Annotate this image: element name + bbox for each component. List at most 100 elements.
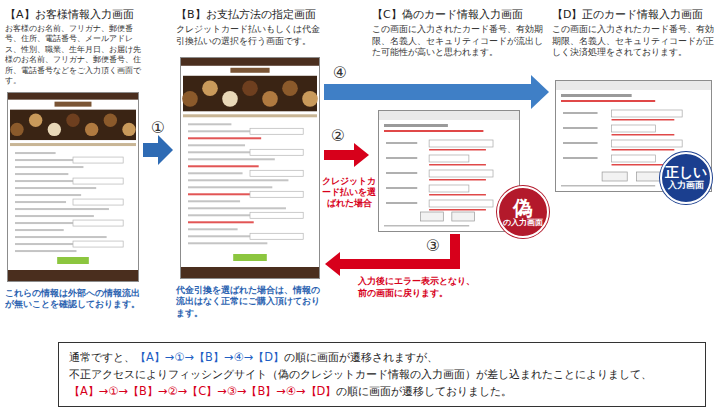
screen-detail bbox=[122, 123, 135, 136]
screen-detail bbox=[222, 91, 238, 107]
step-number: ④ bbox=[333, 65, 347, 81]
screen-detail bbox=[421, 212, 444, 221]
screen-detail bbox=[384, 130, 483, 132]
screen-detail bbox=[262, 91, 278, 107]
screen-detail bbox=[188, 137, 261, 139]
screen-detail bbox=[181, 58, 320, 279]
panel-heading: 【A】お客様情報入力画面 bbox=[5, 8, 141, 22]
badge-subtitle: 入力画面 bbox=[668, 181, 704, 191]
screen-detail bbox=[188, 221, 254, 223]
screen-detail bbox=[250, 233, 303, 239]
panel-description: クレジットカード払いもしくは代金引換払いの選択を行う画面です。 bbox=[176, 24, 322, 47]
screen-capture bbox=[7, 92, 139, 282]
screen-detail bbox=[230, 68, 269, 73]
screen-detail bbox=[429, 164, 486, 166]
screen-detail bbox=[452, 212, 475, 221]
screen-detail bbox=[73, 199, 123, 205]
screen-detail bbox=[429, 155, 469, 162]
annotation-text: クレジットカード払いを選ばれた場合 bbox=[322, 176, 376, 209]
screen-detail bbox=[386, 187, 417, 189]
screen-detail bbox=[15, 236, 107, 238]
screen-detail bbox=[15, 208, 109, 210]
screen-detail bbox=[386, 142, 417, 144]
screen-detail bbox=[379, 111, 519, 120]
screen-capture-art bbox=[7, 92, 139, 282]
screen-detail bbox=[10, 110, 136, 140]
screen-detail bbox=[250, 191, 303, 197]
screen-detail bbox=[612, 119, 675, 121]
screen-detail bbox=[612, 134, 675, 136]
screen-detail bbox=[73, 220, 123, 226]
screen-detail bbox=[73, 178, 123, 184]
screen-detail bbox=[637, 172, 662, 181]
screen-detail bbox=[563, 112, 598, 114]
arrow-head bbox=[531, 75, 549, 109]
screen-detail bbox=[188, 186, 272, 188]
screen-detail bbox=[250, 149, 303, 155]
screen-detail bbox=[188, 207, 286, 209]
screen-detail bbox=[15, 201, 66, 203]
screen-detail bbox=[15, 187, 96, 189]
panel-heading: 【C】偽のカード情報入力画面 bbox=[372, 8, 548, 22]
screen-detail bbox=[429, 209, 486, 211]
step-number: ③ bbox=[426, 238, 440, 254]
badge-title: 正しい bbox=[665, 165, 707, 180]
screen-detail bbox=[181, 58, 319, 66]
screen-detail bbox=[104, 114, 117, 127]
screen-detail bbox=[384, 225, 469, 227]
arrow-body bbox=[324, 150, 355, 160]
screen-detail bbox=[429, 149, 486, 151]
screen-badge: 正しい入力画面 bbox=[660, 152, 712, 204]
screen-detail bbox=[561, 185, 655, 187]
screen-detail bbox=[188, 144, 245, 146]
screen-detail bbox=[429, 140, 493, 147]
screen-detail bbox=[15, 222, 79, 224]
screen-detail bbox=[429, 170, 493, 177]
screen-panel: 【B】お支払方法の指定画面クレジットカード払いもしくは代金引換払いの選択を行う画… bbox=[176, 8, 322, 319]
screen-detail bbox=[563, 157, 598, 159]
screen-detail bbox=[612, 125, 656, 132]
screen-detail bbox=[242, 80, 258, 96]
screen-detail bbox=[429, 185, 469, 192]
screen-detail bbox=[188, 242, 267, 244]
screen-detail bbox=[233, 254, 267, 261]
screen-capture-art bbox=[180, 57, 320, 279]
screen-panel: 【D】正のカード情報入力画面この画面に入力されたカード番号、有効期限、名義人、セ… bbox=[552, 8, 714, 192]
screen-detail bbox=[66, 114, 79, 127]
screen-detail bbox=[188, 228, 238, 230]
screen-detail bbox=[73, 157, 123, 163]
screen-detail bbox=[188, 158, 275, 160]
summary-text: の順に画面が遷移しておりました。 bbox=[336, 384, 512, 398]
screen-detail bbox=[15, 173, 68, 175]
panel-description: お客様のお名前、フリガナ、郵便番号、住所、電話番号、メールアドレス、性別、職業、… bbox=[5, 24, 141, 86]
panel-note: これらの情報は外部への情報流出が無いことを確認しております。 bbox=[5, 288, 141, 311]
arrow-body bbox=[143, 143, 159, 157]
screen-detail bbox=[302, 91, 318, 107]
flow-arrow bbox=[324, 143, 369, 167]
summary-text: 通常ですと、 bbox=[69, 350, 135, 364]
screen-detail bbox=[386, 172, 417, 174]
screen-detail bbox=[15, 152, 56, 154]
panel-note: 代金引換を選ばれた場合は、情報の流出はなく正常にご購入頂けております。 bbox=[176, 285, 322, 319]
screen-detail bbox=[612, 149, 675, 151]
screen-detail bbox=[561, 100, 655, 102]
screen-detail bbox=[73, 241, 123, 247]
badge-title: 偽 bbox=[513, 197, 533, 219]
step-number: ② bbox=[331, 128, 345, 144]
badge-subtitle: の入力画面 bbox=[503, 219, 543, 228]
screen-detail bbox=[250, 212, 303, 218]
panel-description: この画面に入力されたカード番号、有効期限、名義人、セキュリティコードが正しく決済… bbox=[552, 24, 714, 59]
screen-detail bbox=[563, 142, 598, 144]
flow-arrow bbox=[324, 75, 549, 109]
step-number: ① bbox=[151, 120, 165, 136]
screen-detail bbox=[250, 128, 303, 134]
screen-detail bbox=[556, 81, 712, 192]
screen-detail bbox=[386, 202, 417, 204]
summary-text: の順に画面が遷移されますが、 bbox=[284, 350, 438, 364]
screen-detail bbox=[429, 179, 486, 181]
screen-detail bbox=[188, 123, 231, 125]
screen-detail bbox=[561, 94, 632, 97]
annotation-text: 入力後にエラー表示となり、前の画面に戻ります。 bbox=[358, 276, 480, 299]
screen-detail bbox=[384, 124, 448, 127]
